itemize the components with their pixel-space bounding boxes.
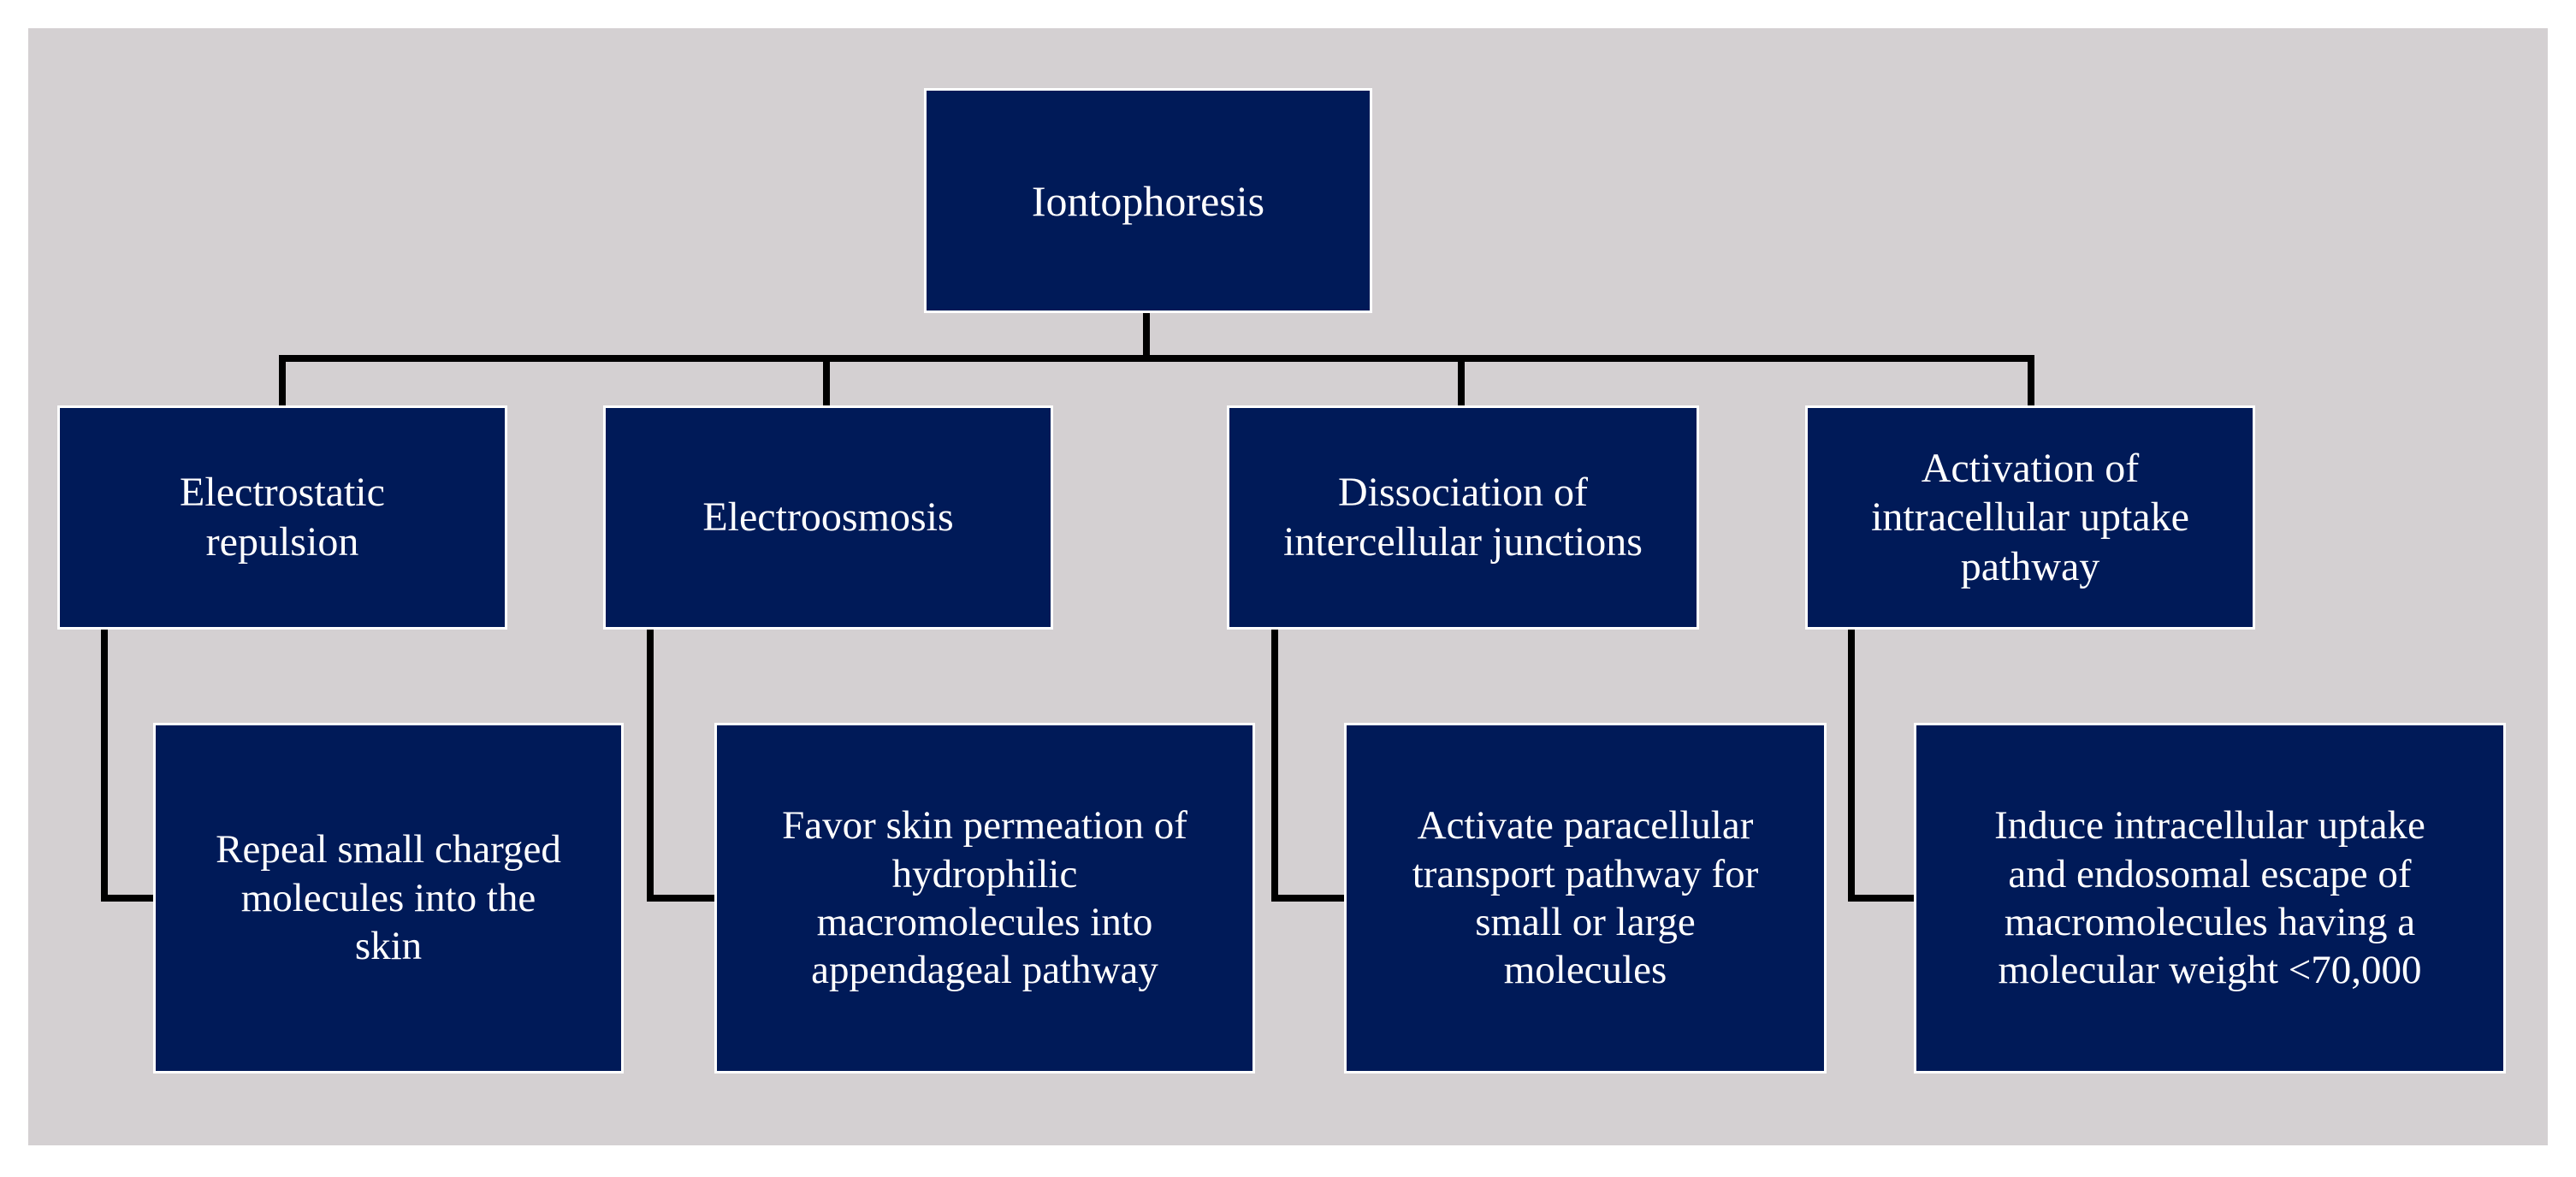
mechanism-node-activation: Activation of intracellular uptake pathw…: [1805, 405, 2255, 630]
elbow-connector-3: [1271, 626, 1350, 902]
description-node-text: Favor skin permeation of hydrophilic mac…: [782, 803, 1187, 993]
elbow-connector-2: [647, 626, 720, 902]
mechanism-node-electrostatic-repulsion: Electrostatic repulsion: [57, 405, 507, 630]
root-node: Iontophoresis: [924, 88, 1372, 313]
description-node-text: Induce intracellular uptake and endosoma…: [1994, 803, 2425, 993]
mechanism-node-label: Electrostatic repulsion: [180, 470, 385, 565]
mechanism-node-label: Dissociation of intercellular junctions: [1283, 470, 1643, 565]
mechanism-node-dissociation: Dissociation of intercellular junctions: [1227, 405, 1699, 630]
mechanism-node-label: Electroosmosis: [702, 494, 954, 541]
mechanism-node-label: Activation of intracellular uptake pathw…: [1871, 445, 2189, 589]
description-node-3: Activate paracellular transport pathway …: [1344, 723, 1827, 1073]
root-node-label: Iontophoresis: [1031, 176, 1265, 225]
mechanism-node-electroosmosis: Electroosmosis: [603, 405, 1053, 630]
description-node-text: Activate paracellular transport pathway …: [1412, 803, 1759, 993]
elbow-connector-1: [101, 626, 159, 902]
description-node-4: Induce intracellular uptake and endosoma…: [1914, 723, 2506, 1073]
description-node-2: Favor skin permeation of hydrophilic mac…: [714, 723, 1255, 1073]
description-node-text: Repeal small charged molecules into the …: [216, 827, 561, 969]
description-node-1: Repeal small charged molecules into the …: [153, 723, 624, 1073]
elbow-connector-4: [1848, 626, 1920, 902]
